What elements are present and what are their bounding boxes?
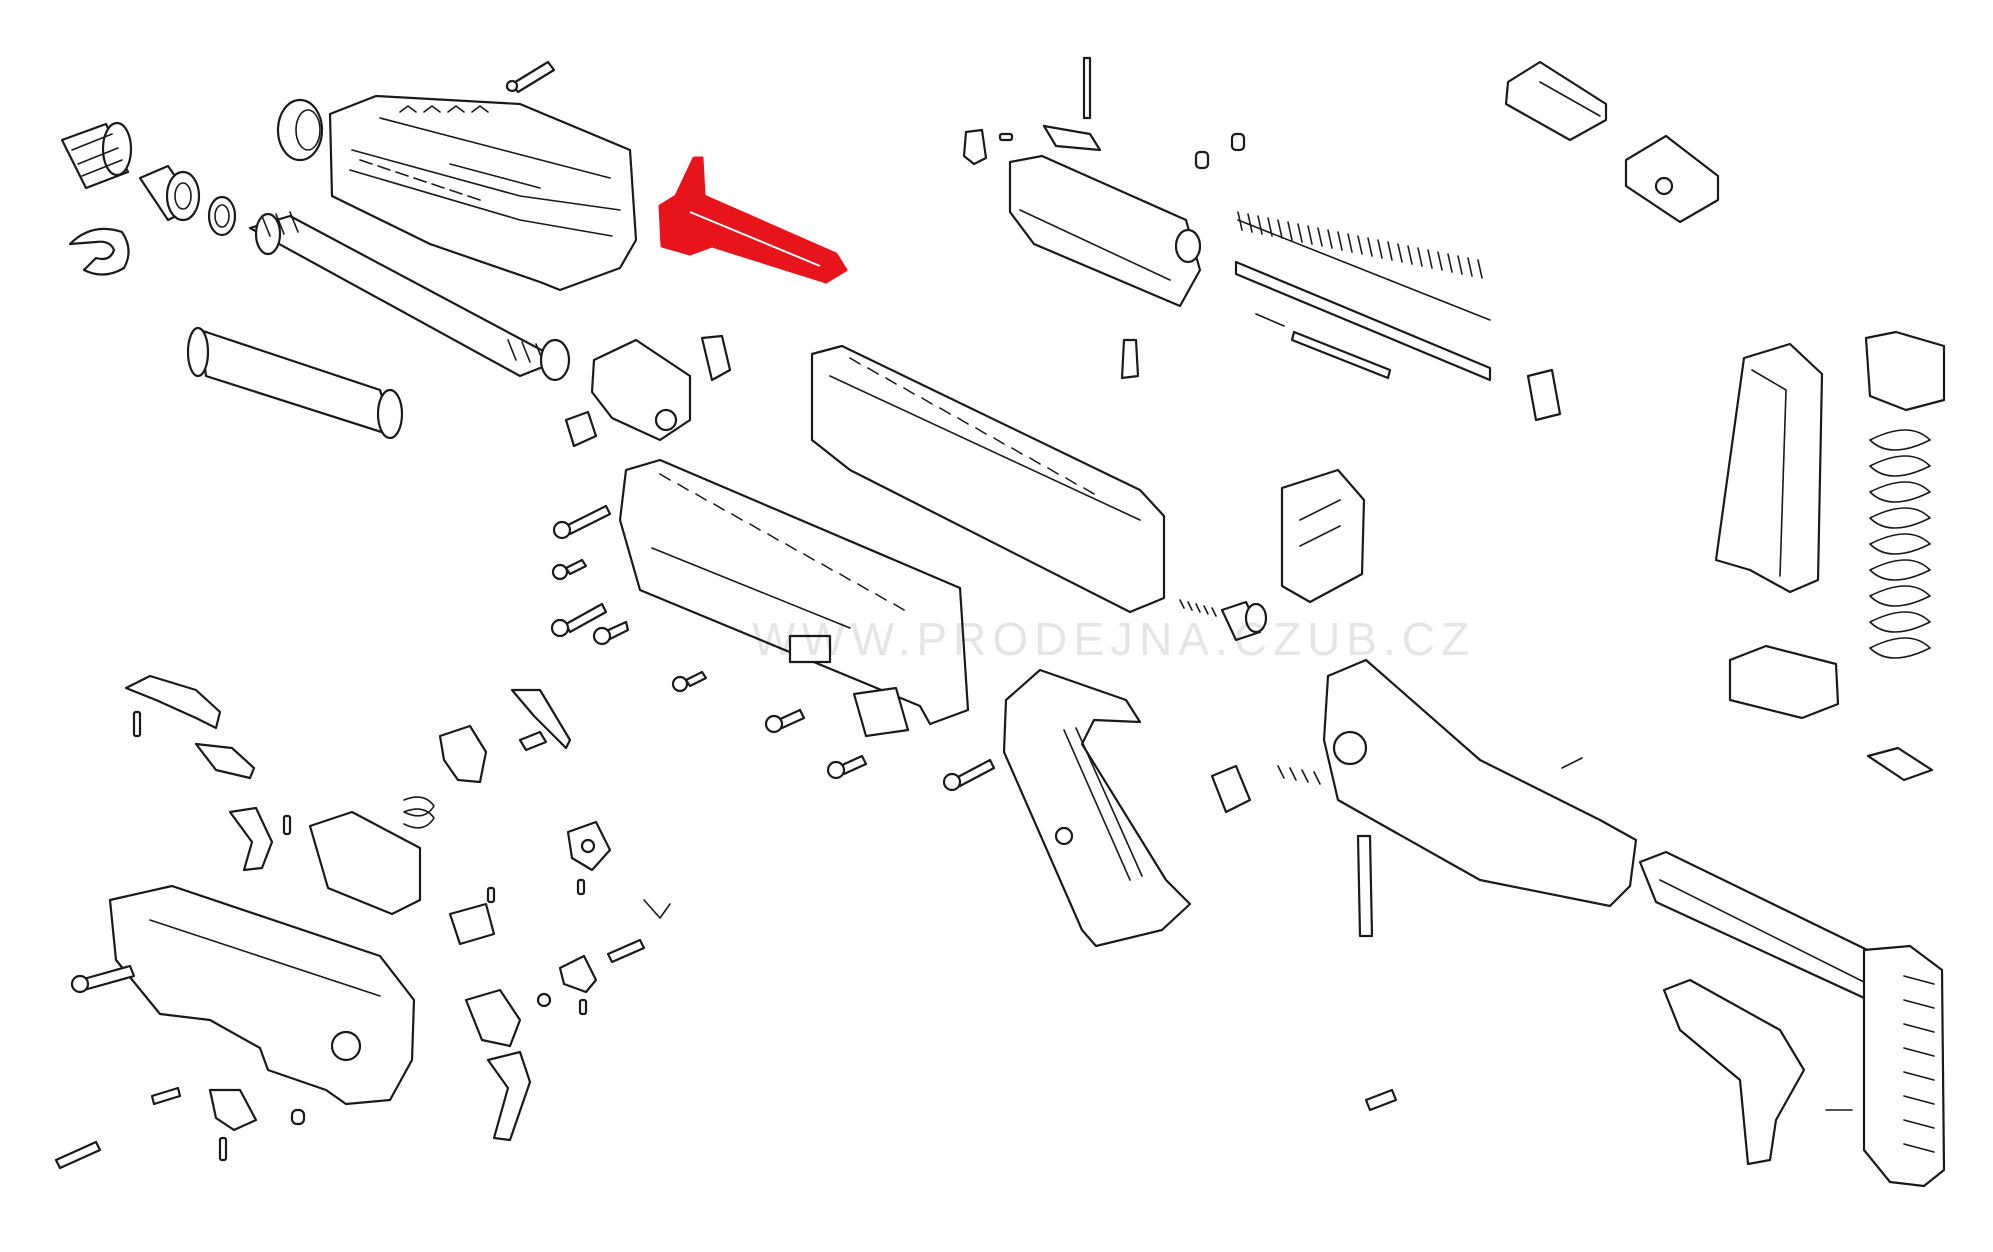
handguard[interactable]	[328, 94, 638, 292]
crush-washer[interactable]	[207, 195, 237, 237]
mag-release-spring[interactable]	[1179, 599, 1217, 617]
firing-pin-retainer[interactable]	[962, 128, 988, 166]
magazine-base-insert[interactable]	[1866, 746, 1934, 782]
lower-housing[interactable]	[108, 884, 416, 1106]
trigger-lever[interactable]	[510, 688, 572, 750]
magazine-release[interactable]	[1280, 468, 1366, 604]
bolt-pins[interactable]	[998, 132, 1246, 170]
small-pins[interactable]	[132, 710, 646, 1162]
firing-pin-block[interactable]	[448, 902, 496, 946]
rear-sight-base[interactable]	[1504, 60, 1608, 142]
safety-detent[interactable]	[558, 954, 598, 994]
buffer-block[interactable]	[1526, 368, 1562, 422]
disconnector[interactable]	[464, 988, 522, 1048]
muzzle-nut[interactable]	[138, 164, 201, 222]
trigger-pin-left[interactable]	[70, 964, 136, 994]
hinge-pin[interactable]	[1356, 834, 1374, 938]
magazine-floor-plate[interactable]	[1728, 644, 1840, 720]
stock-button[interactable]	[1210, 764, 1252, 814]
sear-spring[interactable]	[643, 899, 671, 919]
pivot-pin[interactable]	[54, 1140, 102, 1170]
upper-rail[interactable]	[810, 344, 1166, 614]
charging-handle[interactable]	[658, 156, 848, 284]
cross-pin-top[interactable]	[505, 60, 556, 94]
locking-piece[interactable]	[1120, 338, 1140, 380]
trigger[interactable]	[486, 1050, 532, 1142]
rear-sight-drum[interactable]	[1624, 134, 1720, 224]
hammer-spring[interactable]	[403, 796, 435, 829]
sight-nut[interactable]	[564, 410, 598, 448]
watermark-text: WWW.PRODEJNA.CZUB.CZ	[752, 613, 1476, 665]
screws[interactable]	[550, 504, 996, 792]
pistol-grip[interactable]	[1002, 668, 1192, 948]
bolt[interactable]	[1008, 154, 1202, 308]
firing-pin[interactable]	[1290, 330, 1392, 380]
flash-hider[interactable]	[60, 121, 133, 190]
sling-loop[interactable]	[700, 334, 732, 382]
receiver[interactable]	[618, 458, 970, 726]
magazine-spring[interactable]	[1869, 429, 1931, 659]
selector-lever[interactable]	[208, 1088, 258, 1132]
retaining-clip[interactable]	[68, 227, 130, 276]
butt-pad[interactable]	[1862, 944, 1946, 1188]
magazine-body[interactable]	[1714, 342, 1824, 594]
stock-hinge[interactable]	[1322, 658, 1638, 908]
trigger-housing[interactable]	[308, 810, 422, 916]
ejector-pin[interactable]	[1082, 56, 1092, 120]
ambi-selector-plate[interactable]	[124, 674, 256, 780]
gas-tube[interactable]	[186, 326, 404, 440]
firing-pin-spring[interactable]	[1255, 313, 1285, 327]
auto-sear[interactable]	[228, 806, 274, 872]
handguard-ring[interactable]	[276, 98, 324, 162]
recoil-spring[interactable]	[1237, 211, 1491, 321]
mag-release-button[interactable]	[1220, 600, 1268, 642]
hammer[interactable]	[438, 724, 488, 784]
magazine-well-insert[interactable]	[852, 686, 910, 738]
front-sight-block[interactable]	[590, 338, 692, 442]
barrel[interactable]	[248, 211, 571, 382]
guide-rod[interactable]	[1234, 260, 1492, 382]
stock-pins[interactable]	[1364, 757, 1853, 1112]
sear[interactable]	[566, 820, 612, 872]
stock-latch[interactable]	[1662, 978, 1806, 1166]
stock-spring[interactable]	[1277, 765, 1321, 785]
extractor[interactable]	[1042, 124, 1102, 152]
magazine-follower[interactable]	[1864, 330, 1946, 412]
